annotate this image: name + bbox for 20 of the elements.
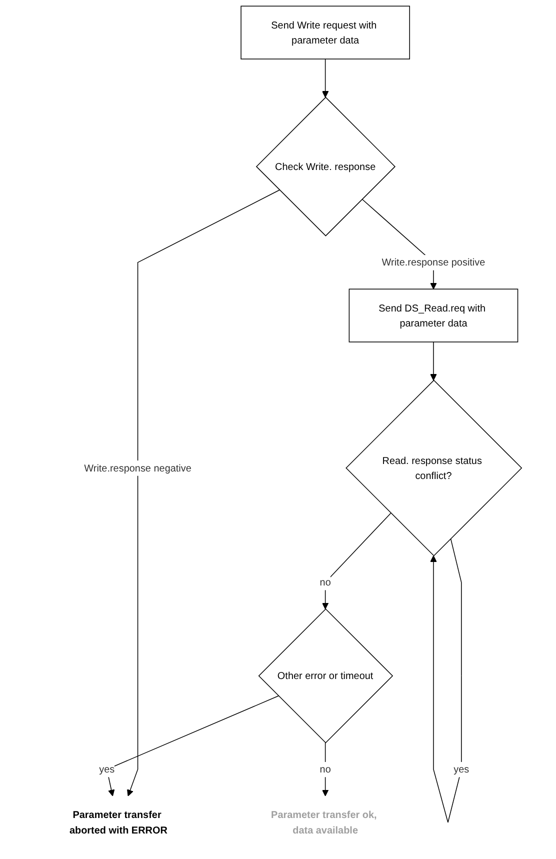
node-diamond: Check Write. response: [256, 96, 396, 236]
arrow: [322, 512, 392, 610]
edge-label: no: [320, 576, 331, 588]
node-box: Send Write request with parameter data: [240, 6, 410, 60]
node-box: Send DS_Read.req with parameter data: [348, 288, 518, 342]
edge-label: yes: [454, 763, 470, 775]
edge-label: Write.response negative: [84, 462, 192, 474]
node-text: Parameter transfer ok, data available: [271, 809, 377, 836]
edge-label: Write.response positive: [382, 256, 486, 268]
node-text: Parameter transfer aborted with ERROR: [70, 809, 168, 836]
node-diamond: Read. response status conflict?: [346, 380, 522, 556]
edge-label: no: [320, 763, 331, 775]
arrow: [430, 538, 462, 823]
arrow: [322, 58, 329, 98]
arrow: [322, 742, 329, 796]
arrow: [430, 342, 437, 381]
arrow: [106, 696, 279, 796]
node-diamond: Other error or timeout: [258, 608, 394, 744]
arrow: [127, 190, 280, 796]
edge-label: yes: [99, 763, 115, 775]
